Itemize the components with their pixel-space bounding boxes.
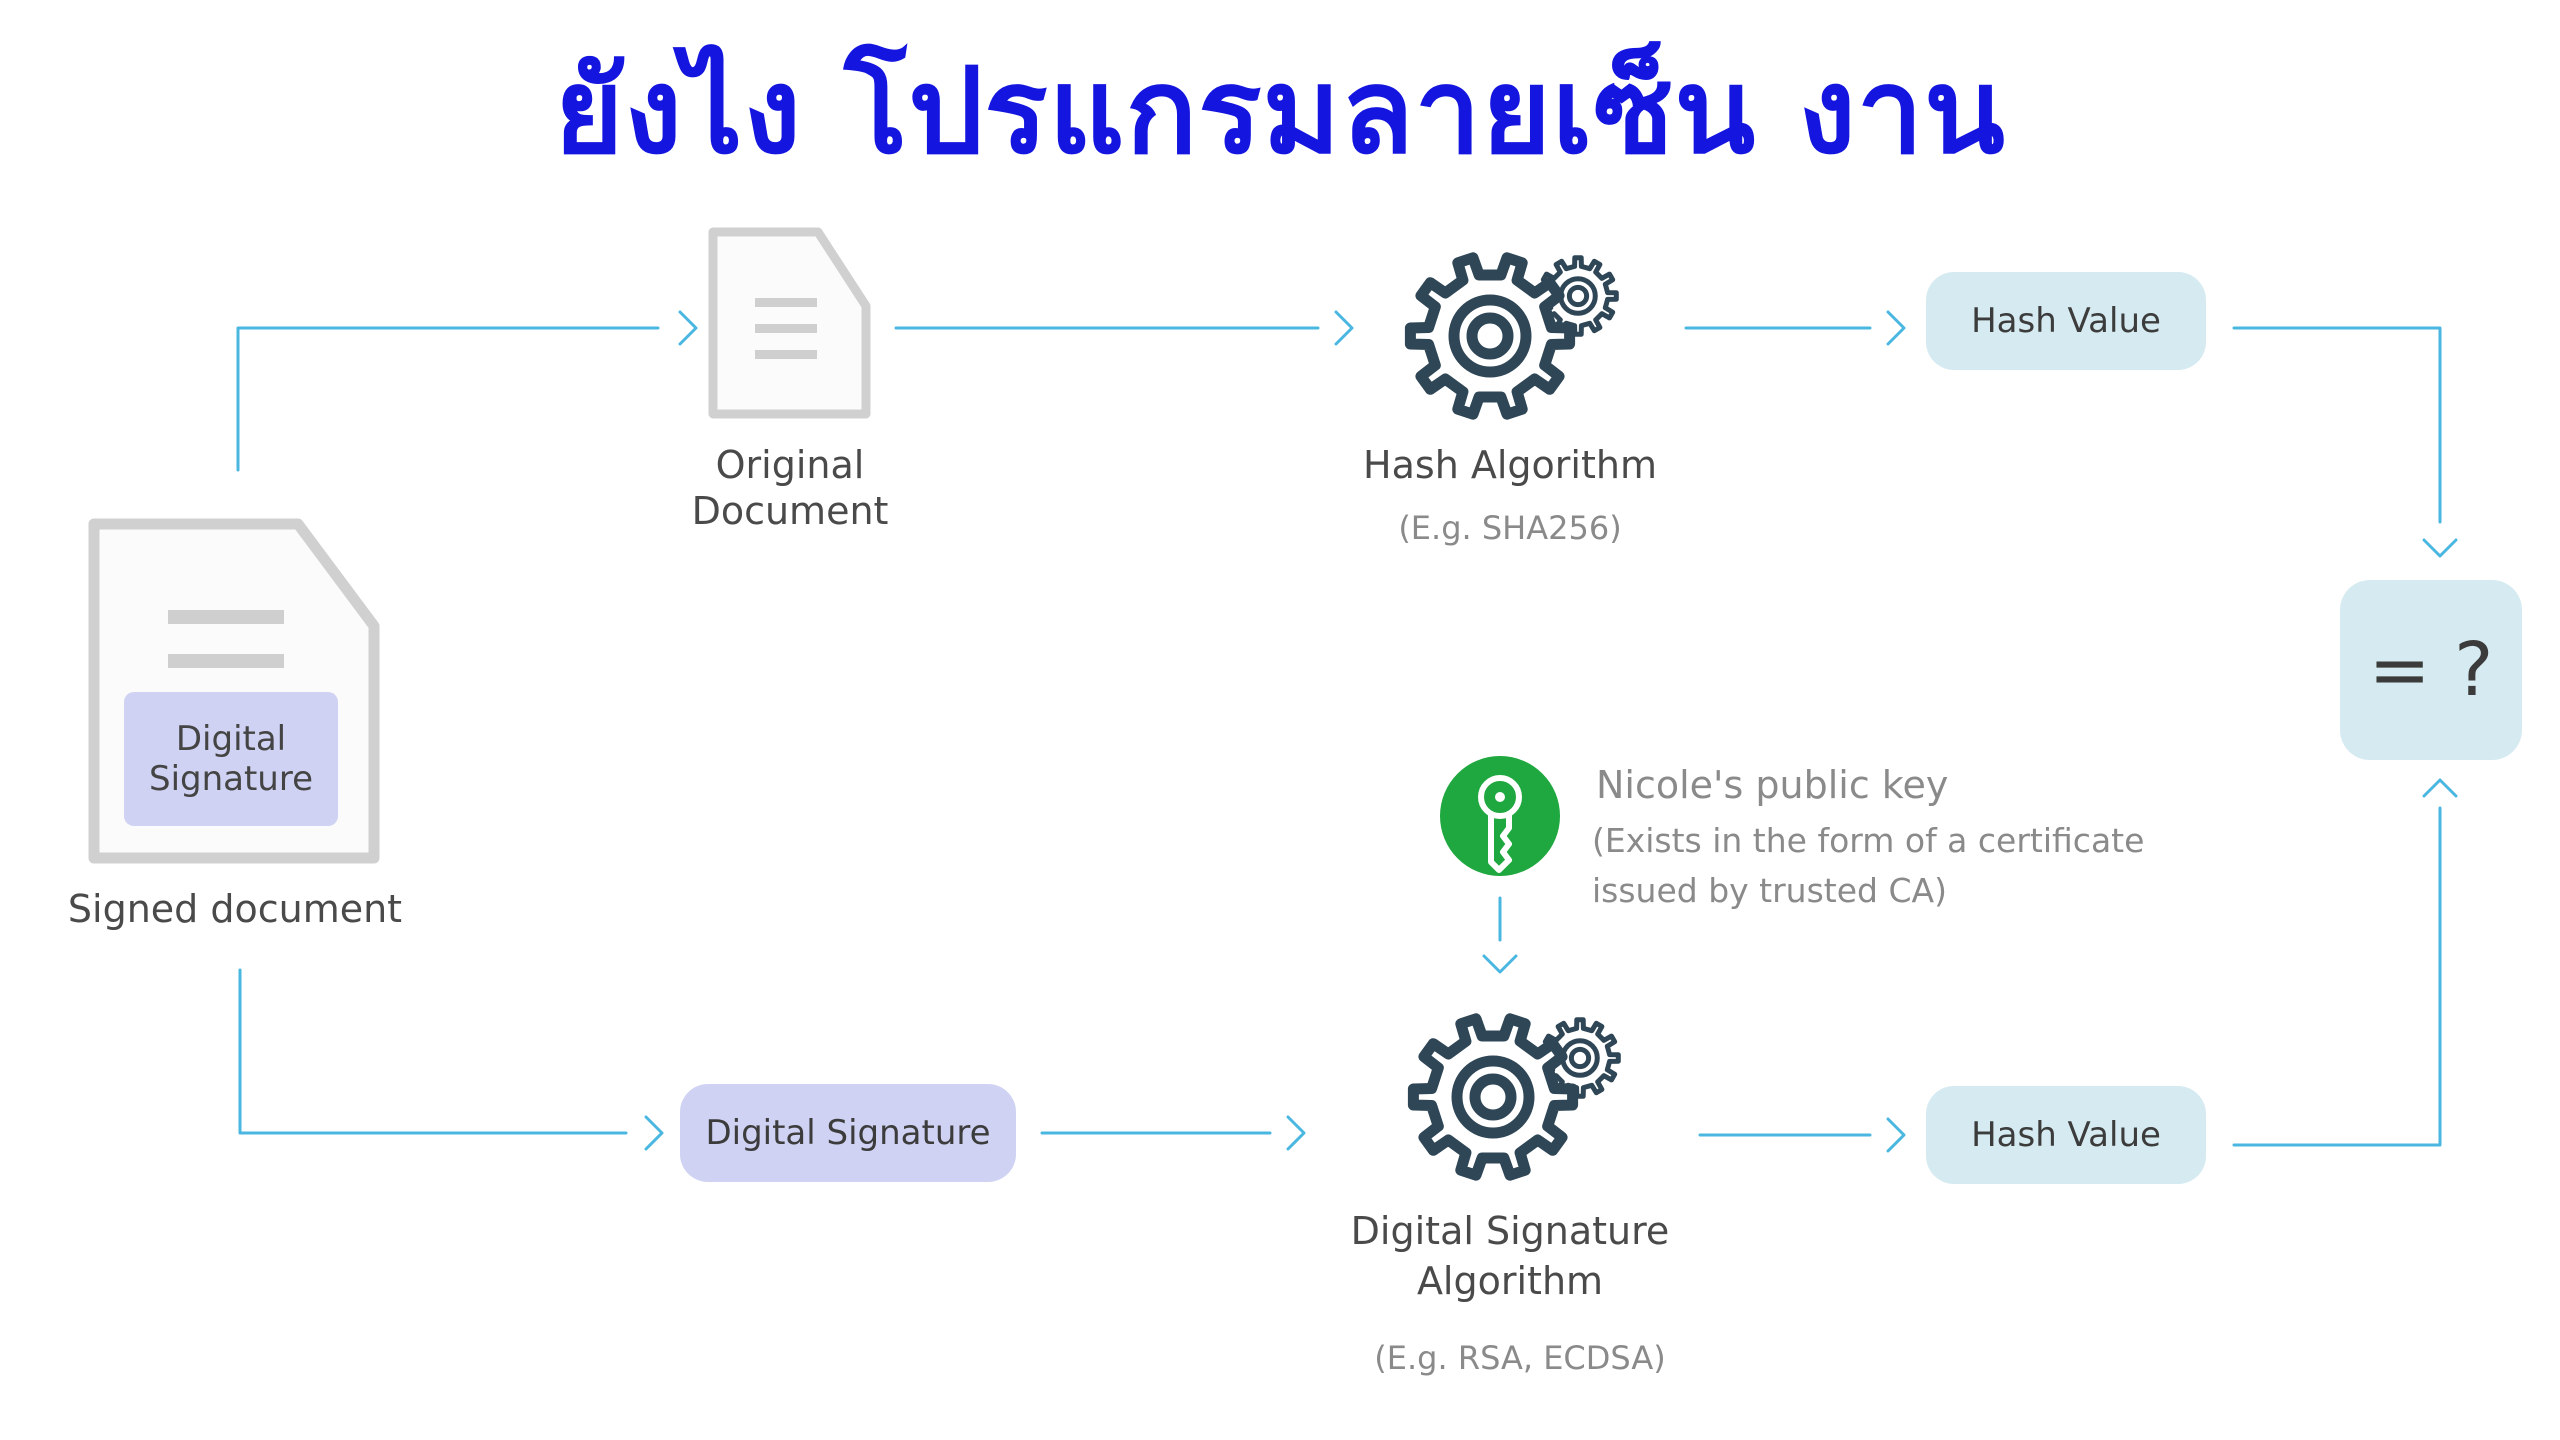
signature-box-line1: Digital xyxy=(175,719,287,759)
public-key-note-line1: (Exists in the form of a certificate xyxy=(1592,821,2145,860)
original-document-label-line1: Original xyxy=(715,443,865,487)
public-key-title: Nicole's public key xyxy=(1596,763,1949,807)
document-icon xyxy=(708,227,871,419)
chevron-icon xyxy=(2422,778,2458,798)
hash-algorithm-label: Hash Algorithm xyxy=(1363,443,1657,487)
original-document-label-line2: Document xyxy=(691,489,889,533)
key-icon xyxy=(1440,756,1560,876)
chevron-icon xyxy=(1886,310,1906,346)
hash-value-top: Hash Value xyxy=(1926,272,2206,370)
chevron-icon xyxy=(2422,538,2458,558)
gear-icon xyxy=(1407,1013,1621,1181)
public-key-note: (Exists in the form of a certificate iss… xyxy=(1592,816,2312,916)
signature-algorithm-label-line2: Algorithm xyxy=(1416,1259,1604,1303)
chevron-icon xyxy=(678,310,698,346)
hash-value-bottom: Hash Value xyxy=(1926,1086,2206,1184)
comparison-box: = ? xyxy=(2340,580,2522,760)
hash-algorithm-example: (E.g. SHA256) xyxy=(1398,509,1622,547)
connector-signed-to-original xyxy=(236,326,660,472)
public-key-note-line2: issued by trusted CA) xyxy=(1592,871,1947,910)
signature-algorithm-example: (E.g. RSA, ECDSA) xyxy=(1374,1339,1666,1377)
signed-document-signature-box: Digital Signature xyxy=(124,692,338,826)
chevron-icon xyxy=(1482,954,1518,974)
chevron-icon xyxy=(1334,310,1354,346)
connector-hash-value-top-to-compare xyxy=(2232,326,2442,524)
signature-algorithm-label: Digital Signature Algorithm xyxy=(1310,1206,1710,1306)
connector-signed-to-digital-signature xyxy=(238,968,628,1135)
page-title: ยังไง โปรแกรมลายเซ็น งาน xyxy=(554,42,2006,180)
digital-signature-pill: Digital Signature xyxy=(680,1084,1016,1182)
chevron-icon xyxy=(1886,1117,1906,1153)
gear-icon xyxy=(1404,252,1619,420)
signature-box-line2: Signature xyxy=(148,759,314,799)
original-document-label: Original Document xyxy=(640,442,940,534)
chevron-icon xyxy=(1286,1115,1306,1151)
chevron-icon xyxy=(644,1115,664,1151)
signature-algorithm-label-line1: Digital Signature xyxy=(1350,1209,1670,1253)
signed-document-label: Signed document xyxy=(67,887,403,931)
connector-hash-value-bottom-to-compare xyxy=(2232,806,2442,1147)
